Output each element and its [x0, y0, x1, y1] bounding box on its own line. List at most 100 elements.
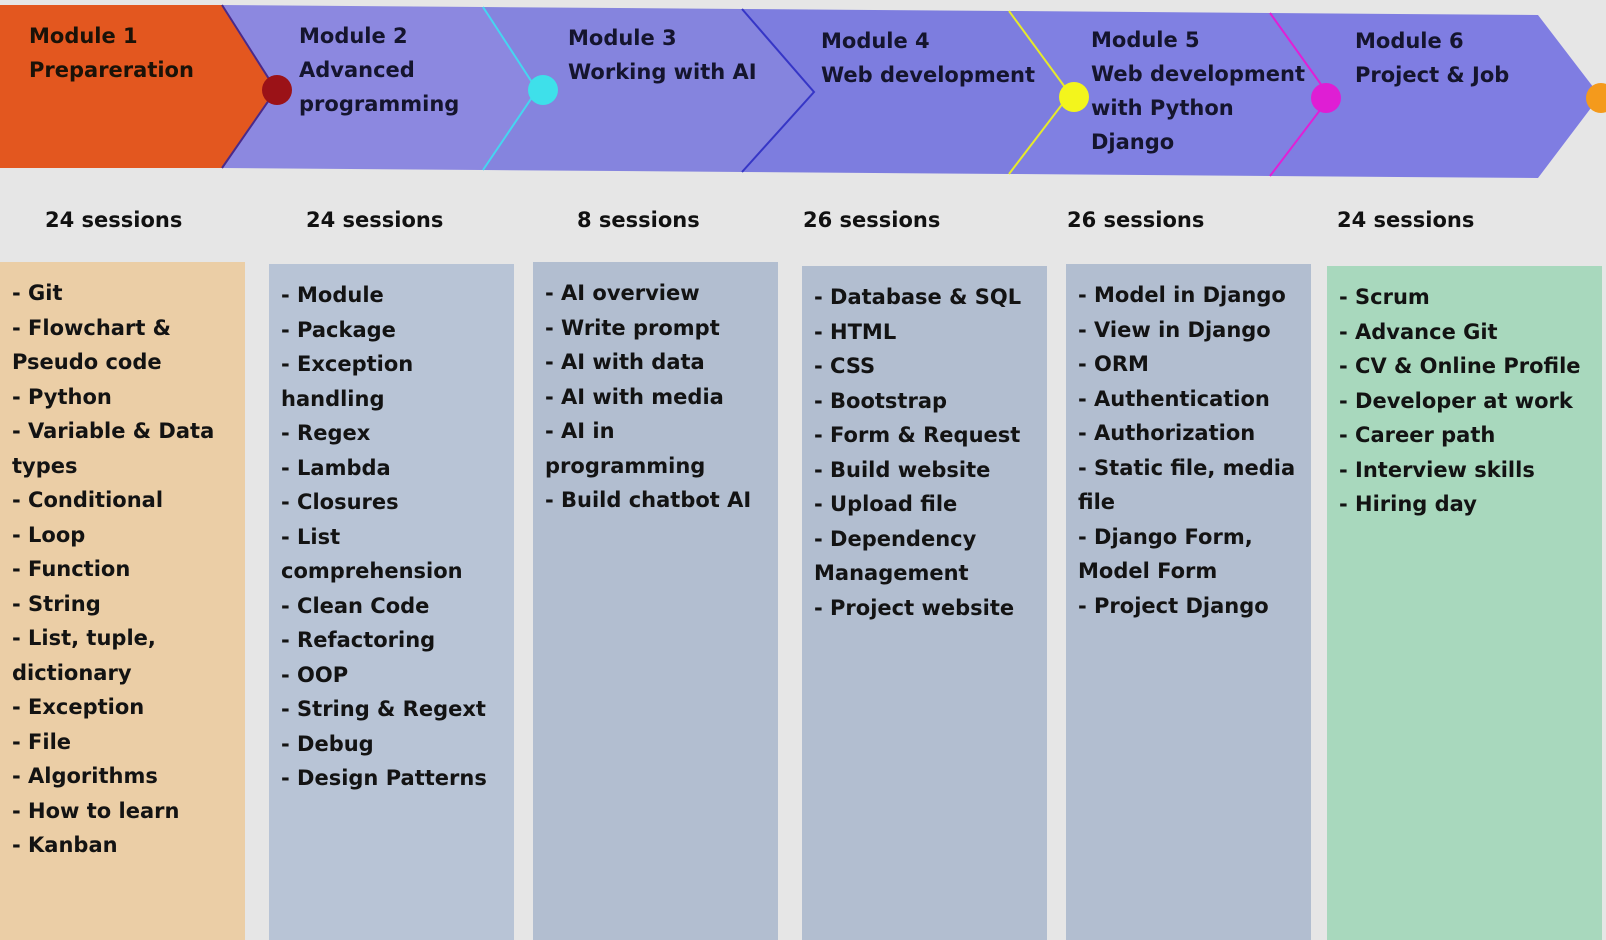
topic-item: - Regex — [281, 421, 371, 445]
topic-item: - Debug — [281, 731, 374, 756]
module-6-marker-dot — [1586, 83, 1606, 113]
topic-item: - CSS — [814, 354, 876, 378]
topic-item: - Flowchart & — [12, 315, 171, 340]
topic-item: - Developer at work — [1339, 388, 1573, 413]
topic-item: - String & Regext — [281, 697, 486, 721]
module-2-sessions: 24 sessions — [306, 208, 444, 232]
topic-item: - Dependency — [814, 526, 977, 551]
module-5-arrow — [1009, 11, 1330, 176]
module-6-topics-column: - Scrum - Advance Git - CV & Online Profil… — [1327, 266, 1602, 940]
topic-item: file — [1078, 490, 1116, 514]
module-2-arrow — [222, 5, 537, 170]
topic-item: - Hiring day — [1339, 492, 1477, 516]
module-5-name-line-3: Django — [1091, 130, 1175, 154]
module-6-sessions: 24 sessions — [1337, 208, 1475, 232]
module-2-marker-dot — [528, 75, 558, 105]
topic-item: - Algorithms — [12, 764, 158, 788]
module-2-name-line-2: programming — [299, 92, 460, 116]
topic-item: - How to learn — [12, 798, 180, 823]
module-2-name-line-1: Advanced — [299, 58, 415, 82]
module-3-number: Module 3 — [568, 26, 677, 50]
topic-item: Management — [814, 561, 969, 585]
topic-item: - Career path — [1339, 423, 1496, 447]
module-4-sessions: 26 sessions — [803, 208, 941, 232]
module-5-title: Module 5 Web development with Python Dja… — [1091, 23, 1305, 159]
module-6-title: Module 6 Project & Job — [1355, 24, 1509, 92]
topic-item: - File — [12, 729, 72, 754]
topic-item: - Write prompt — [545, 315, 720, 340]
topic-item: - Variable & Data — [12, 419, 215, 443]
topic-item: - Authentication — [1078, 386, 1270, 411]
topic-item: - Package — [281, 317, 396, 342]
topic-item: - Interview skills — [1339, 457, 1535, 482]
module-1-title: Module 1 Prepareration — [29, 19, 194, 87]
module-6-arrow — [1270, 13, 1600, 178]
topic-item: - Model in Django — [1078, 283, 1286, 307]
module-1-number: Module 1 — [29, 24, 138, 48]
module-1-marker-dot — [262, 75, 292, 105]
topic-item: - Build chatbot AI — [545, 488, 752, 512]
module-3-name: Working with AI — [568, 60, 757, 84]
module-1-topic-list: - Git - Flowchart & Pseudo code - Python - V… — [12, 276, 235, 863]
module-timeline-arrows — [0, 4, 1606, 178]
topic-item: Pseudo code — [12, 350, 162, 374]
topic-item: - Kanban — [12, 833, 118, 857]
module-4-title: Module 4 Web development — [821, 24, 1035, 92]
module-3-arrow — [483, 7, 814, 172]
topic-item: - Authorization — [1078, 421, 1256, 445]
topic-item: - Conditional — [12, 488, 164, 512]
topic-item: Model Form — [1078, 559, 1218, 583]
topic-item: types — [12, 453, 78, 478]
topic-item: - Exception — [12, 695, 145, 719]
module-5-name-line-1: Web development — [1091, 62, 1305, 86]
module-5-number: Module 5 — [1091, 28, 1200, 52]
module-6-topic-list: - Scrum - Advance Git - CV & Online Profil… — [1339, 280, 1592, 522]
topic-item: - Bootstrap — [814, 388, 948, 413]
topic-item: comprehension — [281, 559, 463, 583]
module-5-topics-column: - Model in Django- View in Django- ORM- … — [1066, 264, 1311, 940]
topic-item: - AI in programming — [545, 419, 706, 478]
topic-item: - Python — [12, 384, 112, 409]
module-4-arrow-edge — [741, 8, 816, 173]
topic-item: - String — [12, 591, 101, 616]
topic-item: - Exception handling — [281, 352, 414, 411]
module-6-name: Project & Job — [1355, 63, 1510, 87]
topic-item: - Scrum — [1339, 285, 1430, 309]
topic-item: - List, tuple, — [12, 626, 156, 650]
topic-item: - Closures — [281, 490, 399, 514]
topic-item: - Loop — [12, 522, 86, 547]
module-4-number: Module 4 — [821, 29, 930, 53]
topic-item: - Advance Git — [1339, 319, 1498, 344]
module-2-number: Module 2 — [299, 24, 408, 48]
module-1-arrow — [0, 5, 276, 168]
topic-item: - ORM — [1078, 352, 1149, 376]
module-5-name-line-2: with Python — [1091, 96, 1234, 120]
topic-item: - List — [281, 524, 341, 549]
topic-item: - Lambda — [281, 455, 391, 480]
topic-item: - Git — [12, 281, 63, 305]
module-5-marker-dot — [1311, 83, 1341, 113]
topic-item: - AI with media — [545, 384, 724, 409]
topic-item: - Clean Code — [281, 593, 430, 618]
module-4-topic-list: - Database & SQL- HTML- CSS- Bootstrap- … — [814, 280, 1037, 625]
topic-item: - Module — [281, 283, 384, 307]
module-4-name: Web development — [821, 63, 1035, 87]
topic-item: - OOP — [281, 662, 349, 687]
topic-item: - Build website — [814, 457, 991, 482]
module-2-topic-list: - Module - Package - Exception handling - R… — [281, 278, 504, 796]
topic-item: - Form & Request — [814, 423, 1021, 447]
module-3-topics-column: - AI overview- Write prompt- AI with dat… — [533, 262, 778, 940]
topic-item: - Static file, media — [1078, 455, 1296, 480]
module-3-topic-list: - AI overview- Write prompt- AI with dat… — [545, 276, 768, 518]
module-5-topic-list: - Model in Django- View in Django- ORM- … — [1078, 278, 1301, 623]
module-3-title: Module 3 Working with AI — [568, 21, 757, 89]
topic-item: - AI overview — [545, 281, 700, 305]
topic-item: dictionary — [12, 660, 132, 685]
module-3-sessions: 8 sessions — [577, 208, 700, 232]
topic-item: - Project website — [814, 595, 1015, 620]
topic-item: - Function — [12, 557, 131, 581]
module-1-sessions: 24 sessions — [45, 208, 183, 232]
topic-item: - Database & SQL — [814, 285, 1022, 309]
topic-item: - CV & Online Profile — [1339, 354, 1581, 378]
module-1-name: Prepareration — [29, 58, 194, 82]
